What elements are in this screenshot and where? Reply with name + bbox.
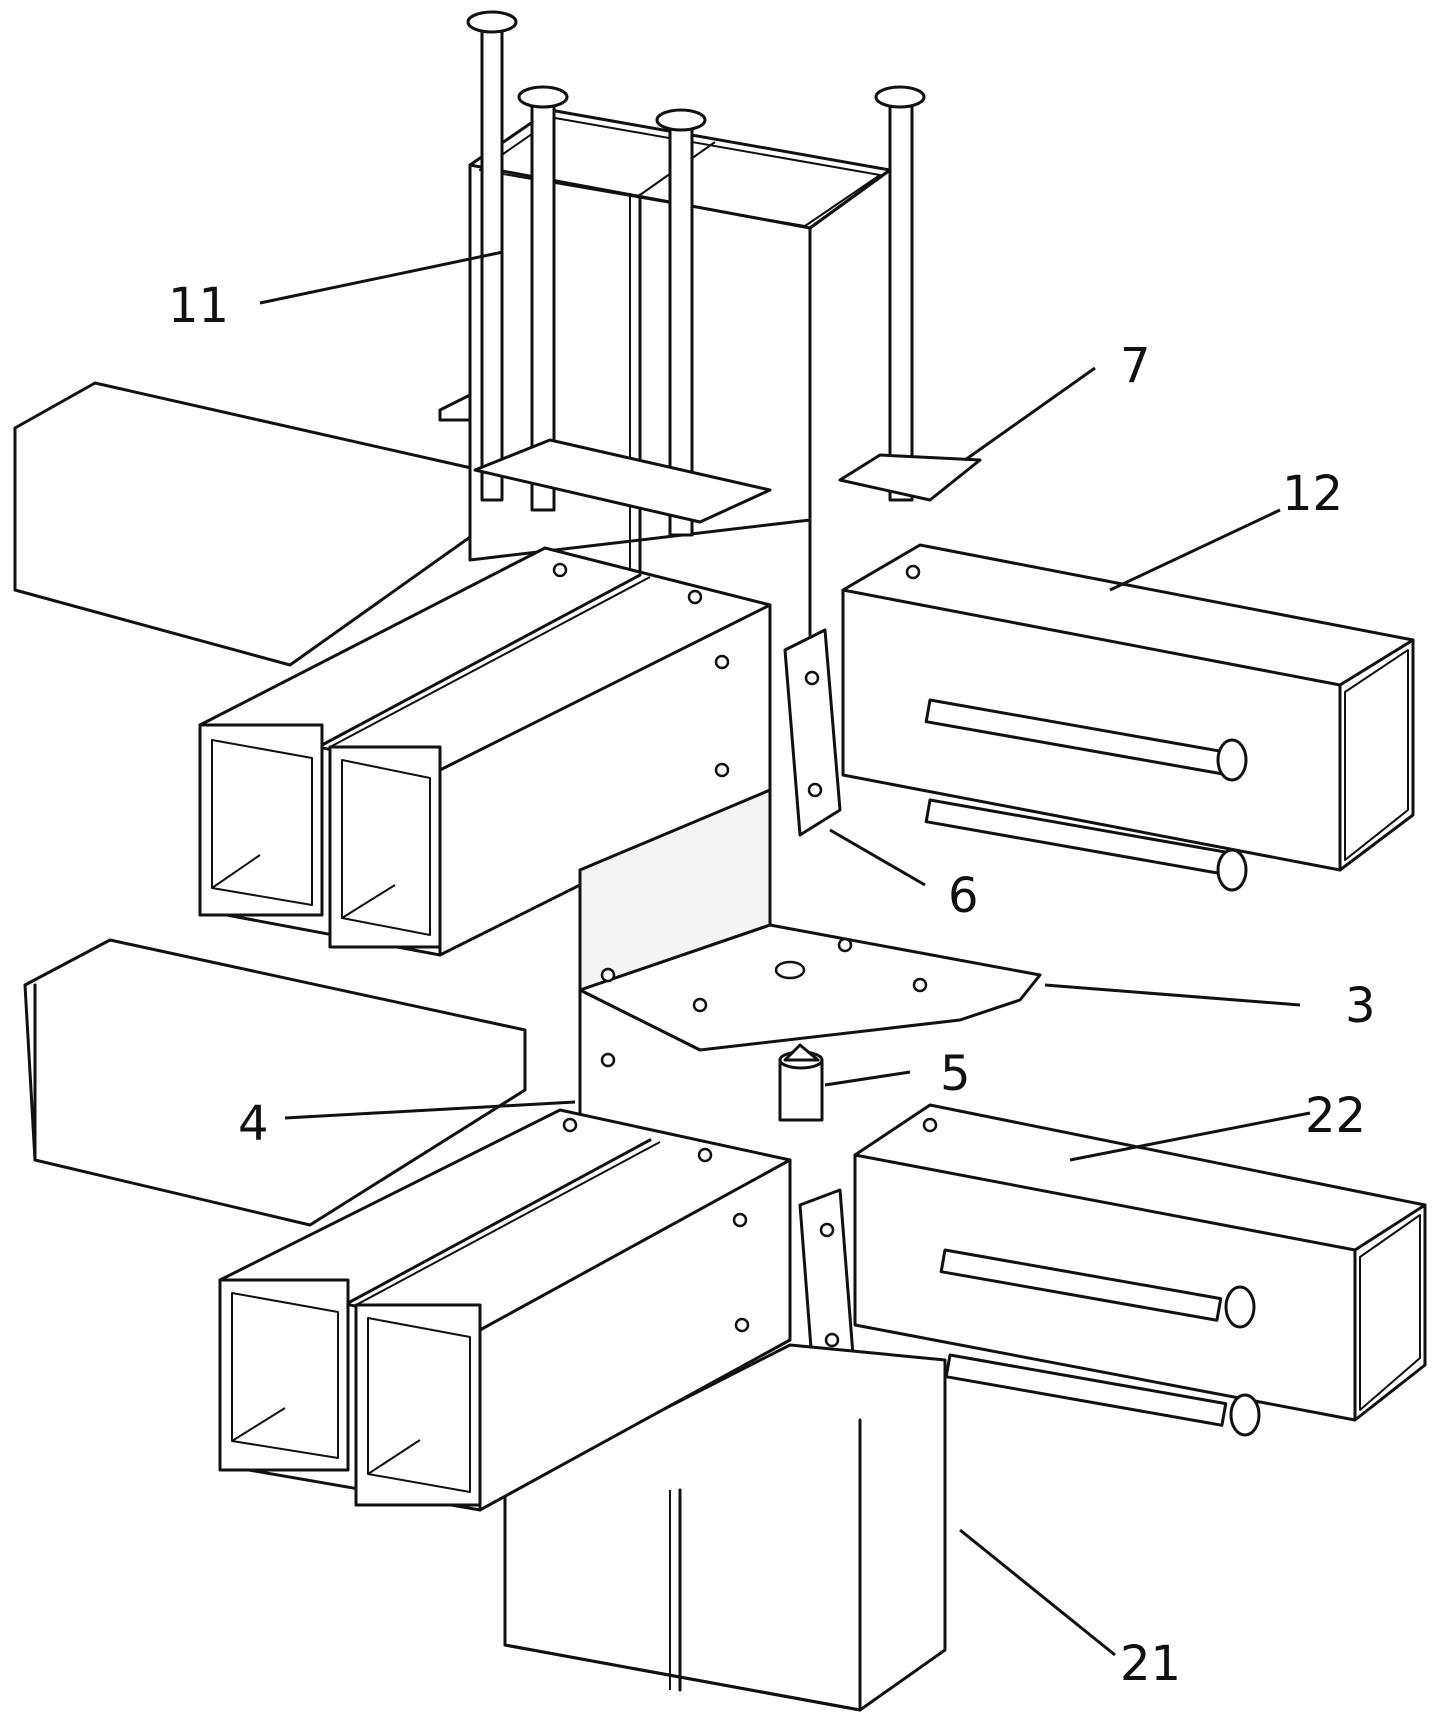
leader-5 — [825, 1072, 910, 1085]
label-22: 22 — [1305, 1088, 1366, 1144]
label-7: 7 — [1120, 338, 1151, 394]
label-5: 5 — [940, 1046, 971, 1102]
leader-11 — [260, 252, 503, 303]
label-4: 4 — [238, 1096, 269, 1152]
label-21: 21 — [1120, 1636, 1181, 1692]
label-11: 11 — [168, 278, 229, 334]
side-plate-6-upper — [785, 630, 840, 835]
leader-6 — [830, 830, 925, 885]
bolt-top-4 — [876, 87, 924, 500]
label-3: 3 — [1345, 978, 1376, 1034]
label-6: 6 — [948, 868, 979, 924]
leader-7 — [965, 368, 1095, 460]
leader-21 — [960, 1530, 1115, 1655]
pin-5 — [780, 1045, 822, 1120]
upper-right-beam-12 — [843, 545, 1413, 890]
leader-3 — [1045, 985, 1300, 1005]
leader-12 — [1110, 510, 1280, 590]
label-12: 12 — [1282, 466, 1343, 522]
leader-22 — [1070, 1113, 1310, 1160]
